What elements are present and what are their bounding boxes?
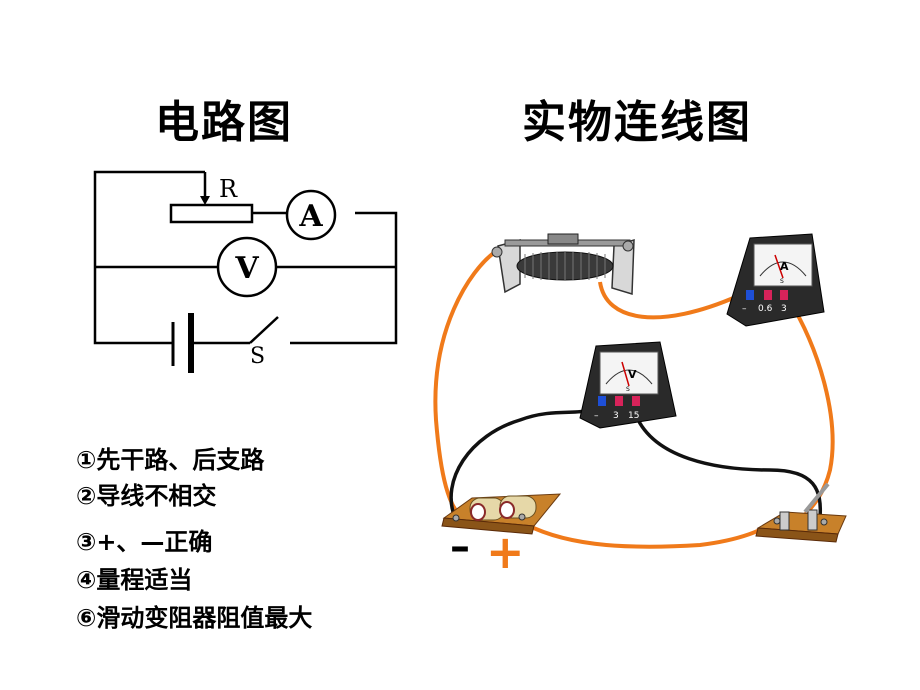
voltmeter-terminal-3 bbox=[615, 396, 623, 406]
rheostat-symbol bbox=[169, 203, 254, 224]
ammeter-label: A bbox=[298, 199, 323, 234]
battery-minus-sign: – bbox=[450, 524, 470, 570]
ammeter-label-3: 3 bbox=[781, 304, 787, 314]
voltmeter-device-letter: V bbox=[628, 368, 637, 381]
wire-voltmeter-positive bbox=[632, 409, 823, 519]
ammeter-terminal-3 bbox=[780, 290, 788, 300]
switch-device bbox=[755, 482, 847, 543]
wire-ammeter-switch bbox=[786, 296, 835, 527]
battery-plus-sign: + bbox=[486, 525, 525, 579]
rule-item: ③+、—正确 bbox=[76, 528, 213, 556]
ammeter-label-06: 0.6 bbox=[758, 304, 773, 314]
ammeter-device-letter: A bbox=[780, 260, 789, 273]
rule-item: ①先干路、后支路 bbox=[76, 446, 265, 474]
wire-battery-switch bbox=[516, 518, 777, 549]
wiring-rules-list: ①先干路、后支路 ②导线不相交 ③+、—正确 ④量程适当 ⑥滑动变阻器阻值最大 bbox=[76, 448, 312, 632]
voltmeter-label-15: 15 bbox=[628, 411, 639, 421]
rule-item: ②导线不相交 bbox=[76, 482, 217, 510]
ammeter-terminal-0.6 bbox=[764, 290, 772, 300]
ammeter-device: A S – 0.6 3 bbox=[726, 233, 825, 327]
voltmeter-terminal-15 bbox=[632, 396, 640, 406]
voltmeter-device: V S – 3 15 bbox=[579, 341, 677, 429]
voltmeter-scale-mark: S bbox=[626, 386, 630, 393]
battery-holder bbox=[441, 493, 562, 535]
wire-battery-rheostat bbox=[433, 250, 497, 522]
ammeter-symbol bbox=[285, 189, 337, 241]
resistor-label: R bbox=[219, 175, 238, 203]
ammeter-scale-mark: S bbox=[780, 278, 784, 285]
circuit-diagram-title: 电路图 bbox=[155, 97, 293, 148]
wire-rheostat-ammeter bbox=[598, 281, 739, 320]
switch-label: S bbox=[250, 344, 265, 369]
rheostat bbox=[491, 233, 635, 295]
voltmeter-label: V bbox=[234, 251, 259, 286]
rule-item: ④量程适当 bbox=[76, 566, 193, 594]
voltmeter-label-3: 3 bbox=[613, 411, 619, 421]
ammeter-label-neg: – bbox=[742, 304, 747, 314]
physical-diagram-title: 实物连线图 bbox=[522, 97, 752, 148]
voltmeter-symbol bbox=[216, 236, 278, 298]
voltmeter-terminal-negative bbox=[598, 396, 606, 406]
voltmeter-label-neg: – bbox=[594, 411, 599, 421]
ammeter-terminal-negative bbox=[746, 290, 754, 300]
rule-item: ⑥滑动变阻器阻值最大 bbox=[76, 604, 313, 632]
